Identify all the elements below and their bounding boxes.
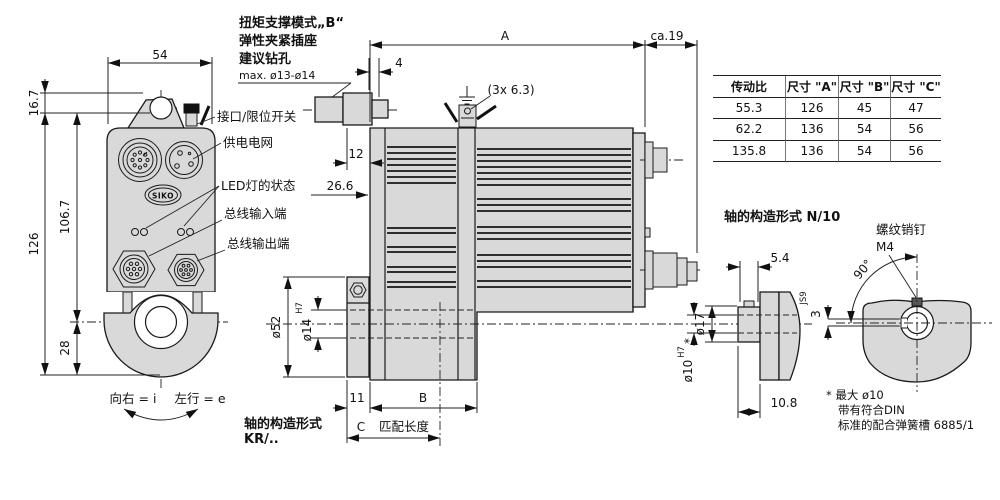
front-view-labels: 接口/限位开关 供电电网 LED灯的状态 总线输入端 总线输出端 向右 = i … [110, 109, 297, 406]
dim-c: C [357, 420, 365, 434]
ribs-motor-section [477, 148, 631, 288]
clamp-collar [346, 276, 370, 378]
table-cell: 136 [785, 140, 838, 162]
label-bus-output: 总线输出端 [227, 236, 290, 251]
footnote-line-1: * 最大 ø10 [826, 388, 884, 402]
bus-out-connector [167, 253, 205, 287]
dim-d10-star: * [682, 338, 696, 344]
table-cell: 54 [838, 119, 890, 141]
table-cell: 62.2 [713, 119, 785, 141]
footnote-line-2: 带有符合DIN [838, 403, 905, 417]
interface-connector [118, 138, 162, 182]
dim-5-4: 5.4 [770, 251, 789, 265]
brand-logo: SIKO [144, 184, 182, 206]
n10-plate-1 [759, 291, 780, 381]
side-view-dimensions: A ca.19 4 12 26.6 (3x 6.3) ø52 ø14 H7 [244, 29, 698, 447]
n10-plate-2 [778, 291, 801, 381]
dim-26-6: 26.6 [327, 179, 354, 193]
n10-title: 轴的构造形式 N/10 [724, 209, 840, 225]
table-cell: 56 [890, 140, 941, 162]
table-cell: 126 [785, 97, 838, 119]
n10-detail: 轴的构造形式 N/10 5.4 ø17 ø10 H7 * 10.8 [677, 209, 992, 432]
note-line-4: max. ø13-ø14 [239, 69, 315, 82]
label-m4: M4 [876, 240, 894, 254]
dim-d10: ø10 [681, 360, 695, 383]
dim-b: B [419, 391, 427, 405]
dim-126: 126 [27, 233, 41, 256]
dim-3: 3 [809, 310, 823, 318]
dim-3x63: (3x 6.3) [488, 83, 535, 97]
ribs-gear-section [387, 146, 456, 288]
table-header-dim-b: 尺寸 "B" [838, 76, 890, 98]
dim-4: 4 [395, 56, 403, 70]
dim-d52: ø52 [269, 316, 283, 339]
table-cell: 135.8 [713, 141, 785, 162]
label-direction-cw: 向右 = i [110, 391, 157, 406]
label-interface-limit-switch: 接口/限位开关 [217, 109, 296, 124]
label-power-supply: 供电电网 [223, 135, 273, 150]
torque-stub-outer [314, 96, 344, 123]
torque-stub-tip [371, 99, 389, 119]
gear-ratio-dimension-table: 传动比 尺寸 "A" 尺寸 "B" 尺寸 "C" 55.3 126 45 47 … [713, 75, 941, 162]
table-cell: 55.3 [713, 98, 785, 119]
brand-text: SIKO [152, 192, 174, 201]
table-header-ratio: 传动比 [713, 76, 785, 98]
tab-hole [149, 96, 173, 120]
label-threaded-pin: 螺纹销钉 [876, 222, 927, 237]
note-line-3: 建议钻孔 [239, 51, 291, 67]
dim-d17: ø17 [693, 313, 707, 336]
side-connectors [640, 141, 702, 290]
dim-28: 28 [58, 340, 72, 355]
earth-ground-icon [459, 86, 475, 105]
dim-11: 11 [349, 391, 364, 405]
footnote-line-3: 标准的配合弹簧槽 6885/1 [838, 418, 974, 432]
note-line-2: 弹性夹紧插座 [239, 33, 317, 49]
table-cell: 45 [838, 97, 890, 119]
dim-ca19: ca.19 [650, 29, 683, 43]
torque-stub-mid [342, 92, 373, 126]
ground-terminal [443, 86, 497, 128]
note-line-1: 扭矩支撑模式„B“ [239, 15, 344, 31]
label-direction-ccw: 左行 = e [174, 391, 225, 406]
label-fit-length: 匹配长度 [379, 419, 430, 434]
label-bus-input: 总线输入端 [224, 206, 287, 221]
dim-a: A [501, 29, 510, 43]
dim-10-8: 10.8 [771, 396, 798, 410]
dim-d10-tolerance: H7 [677, 346, 687, 358]
front-view-dimensions: 54 16.7 126 106.7 28 [27, 48, 213, 376]
limit-switch-connector [183, 103, 211, 127]
dim-12: 12 [348, 147, 363, 161]
dim-54: 54 [152, 48, 167, 62]
side-view [266, 86, 710, 446]
dim-d14: ø14 [300, 319, 314, 342]
end-cap [632, 132, 646, 308]
table-cell: 47 [890, 97, 941, 119]
torque-support-note: 扭矩支撑模式„B“ 弹性夹紧插座 建议钻孔 max. ø13-ø14 [238, 15, 352, 102]
table-cell: 54 [838, 140, 890, 162]
dim-js9: JS9 [799, 291, 809, 305]
label-shaft-type-kr-2: KR/.. [244, 432, 279, 447]
rotation-arrow [123, 408, 199, 421]
table-header-dim-c: 尺寸 "C" [890, 76, 941, 98]
dim-106-7: 106.7 [58, 200, 72, 234]
n10-hub [737, 306, 761, 343]
dim-d14-tolerance: H7 [295, 302, 305, 314]
dim-90deg: 90° [851, 257, 875, 282]
table-cell: 56 [890, 119, 941, 141]
bus-in-connector [112, 250, 156, 288]
table-header-dim-a: 尺寸 "A" [785, 76, 838, 98]
n10-screw-side [743, 300, 755, 308]
dim-16-7: 16.7 [27, 90, 41, 117]
table-cell: 136 [785, 119, 838, 141]
shaft-bore-inner [144, 305, 178, 339]
label-led-status: LED灯的状态 [221, 178, 296, 193]
power-connector [165, 141, 203, 179]
front-view: SIKO [70, 90, 228, 421]
label-shaft-type-kr-1: 轴的构造形式 [244, 416, 322, 432]
